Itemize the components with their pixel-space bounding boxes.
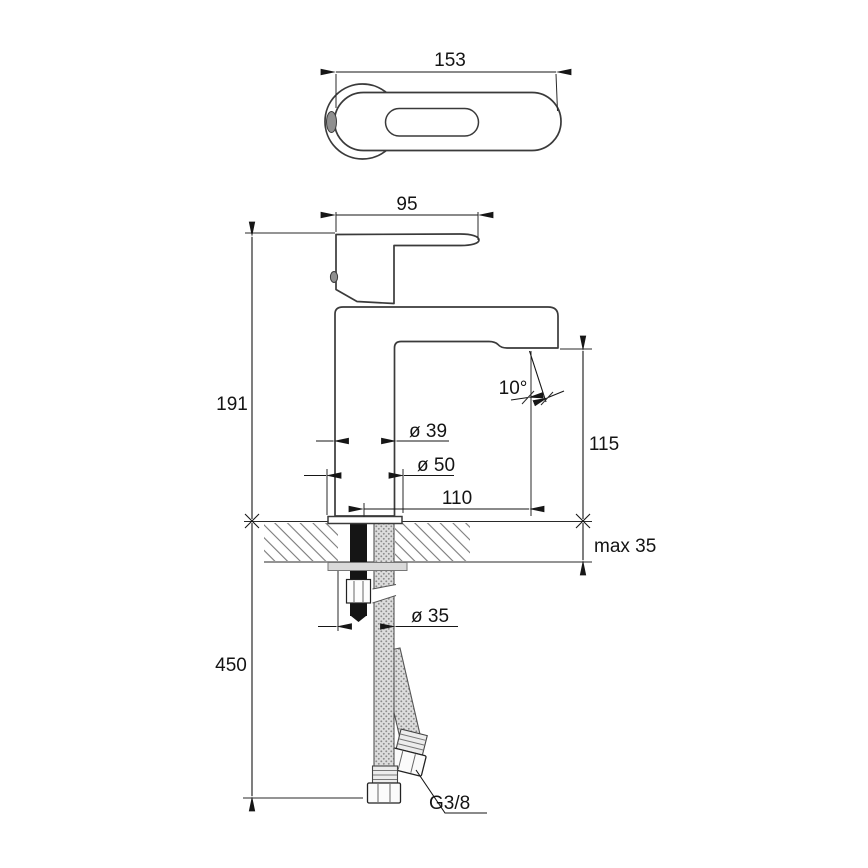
thread-leader-line xyxy=(415,769,487,814)
dim-95-label: 95 xyxy=(396,194,417,215)
faucet-body xyxy=(334,306,559,517)
faucet-handle-side xyxy=(335,233,480,305)
dim-angle-tick xyxy=(540,391,554,406)
washer-plate xyxy=(327,562,408,571)
hose-break-edge xyxy=(372,584,397,590)
vertical-hose-body xyxy=(373,521,395,769)
dim-50-label: ø 50 xyxy=(417,455,455,476)
collar-rib xyxy=(398,738,425,746)
handle-top-view xyxy=(324,83,562,160)
nut-facet xyxy=(397,751,404,770)
dim-cross-tick xyxy=(244,513,260,529)
dim-angle-label: 10° xyxy=(499,378,528,399)
deck-hatch-left xyxy=(264,523,338,561)
rod-fixing-nut xyxy=(345,578,372,604)
vertical-hose-nut xyxy=(366,782,402,804)
mounting-deck xyxy=(244,521,592,563)
thread-label: G3/8 xyxy=(429,793,470,814)
faucet-side-view xyxy=(327,233,559,525)
base-flange xyxy=(327,515,403,525)
handle-indicator-dot-side xyxy=(329,271,339,283)
dim-115-label: 115 xyxy=(589,434,619,455)
dim-110-label: 110 xyxy=(442,488,472,509)
stream-angle-line xyxy=(528,350,547,403)
hose-break-edge xyxy=(372,595,397,604)
threaded-rod-tip xyxy=(351,616,366,622)
nut-facet xyxy=(410,754,416,773)
dim-153-ext-right xyxy=(555,73,558,112)
dimension-annotations: 153 95 191 450 115 max 35 10° xyxy=(215,50,656,814)
under-deck-plumbing xyxy=(327,521,428,804)
collar-rib xyxy=(397,743,424,751)
supply-hose-vertical xyxy=(366,521,402,804)
dim-35-label: ø 35 xyxy=(411,606,449,627)
dim-cross-tick xyxy=(575,513,591,529)
dim-angle-tick xyxy=(521,390,535,405)
handle-indicator-dot-top xyxy=(326,111,337,133)
collar-rib xyxy=(399,733,427,741)
hose-break-mark xyxy=(372,584,396,603)
dim-max35-label: max 35 xyxy=(594,536,656,557)
dim-153-label: 153 xyxy=(434,50,466,71)
dim-angle-arrow-right xyxy=(532,390,565,407)
dim-angle-arrow-left xyxy=(510,392,544,401)
dim-39-label: ø 39 xyxy=(409,421,447,442)
deck-hatch-right xyxy=(395,523,470,561)
handle-slot-cutout xyxy=(384,107,480,137)
dim-450-label: 450 xyxy=(215,655,247,676)
dim-191-label: 191 xyxy=(216,394,248,415)
